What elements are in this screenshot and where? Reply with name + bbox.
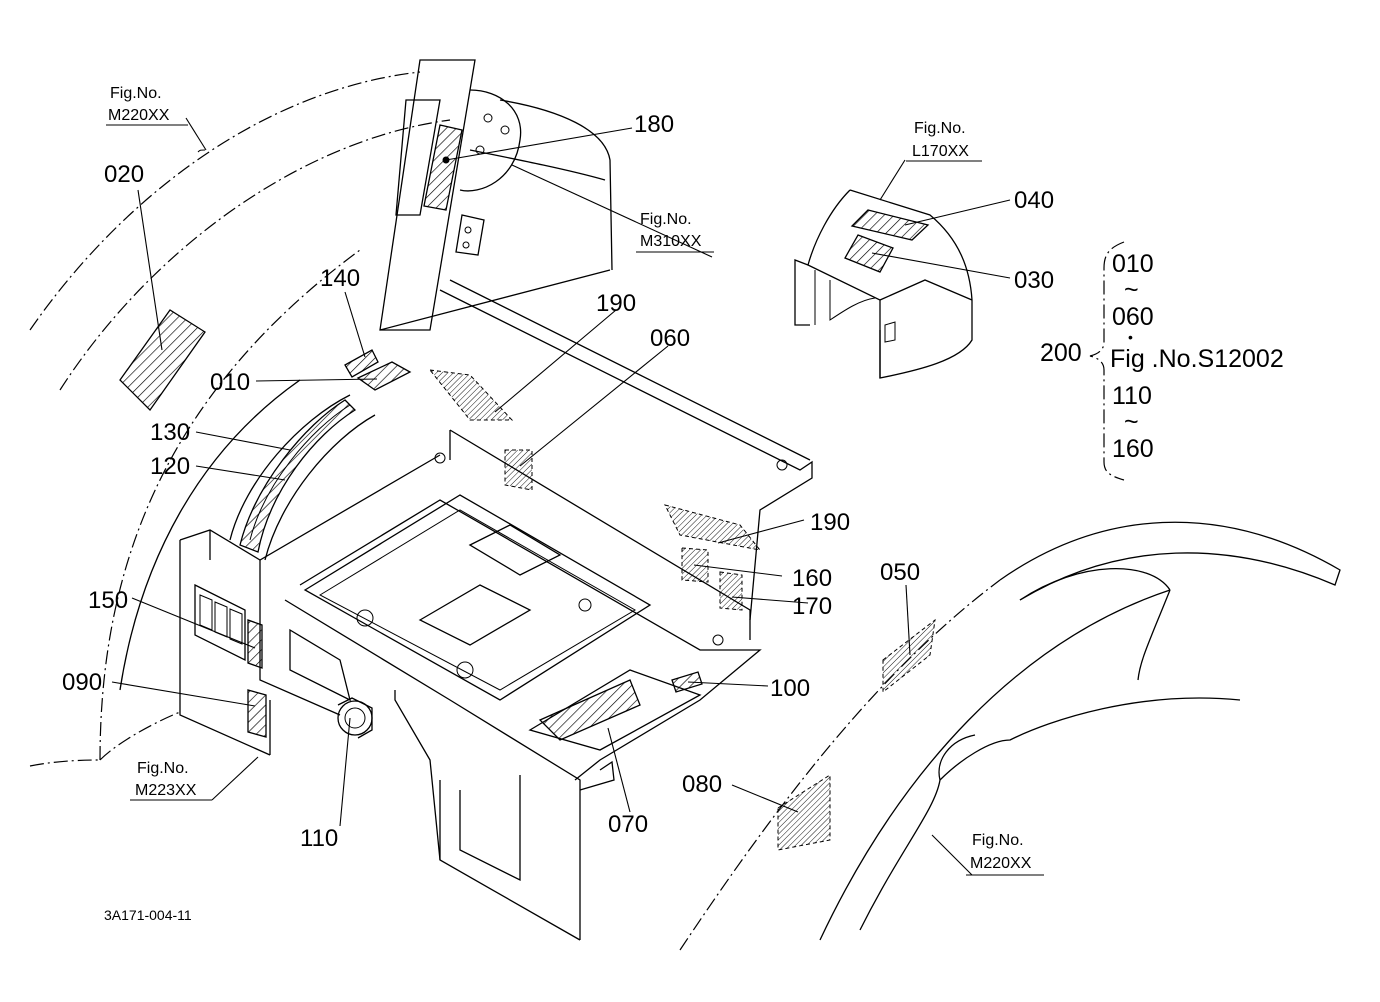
callout-040: 040	[1014, 187, 1054, 214]
leader-lines	[111, 117, 1011, 876]
callout-010: 010	[210, 369, 250, 396]
callout-190-right: 190	[810, 509, 850, 536]
figref-label: Fig.No.	[972, 832, 1024, 849]
callout-120: 120	[150, 453, 190, 480]
figref-m220-bottom: Fig.No. M220XX	[966, 832, 1044, 876]
figref-value: M310XX	[640, 233, 702, 250]
callout-060: 060	[650, 325, 690, 352]
seat-pillar	[379, 59, 613, 331]
callout-190-top: 190	[596, 290, 636, 317]
figref-label: Fig.No.	[640, 211, 692, 228]
figref-l170: Fig.No. L170XX	[906, 120, 982, 162]
range2-sep: ~	[1124, 408, 1139, 436]
body-decals	[119, 309, 762, 741]
callout-030: 030	[1014, 267, 1054, 294]
callout-070: 070	[608, 811, 648, 838]
range2-end: 160	[1112, 435, 1154, 463]
callout-180: 180	[634, 111, 674, 138]
callout-140: 140	[320, 265, 360, 292]
callout-020: 020	[104, 161, 144, 188]
callout-110: 110	[300, 825, 338, 852]
drawing-code: 3A171-004-11	[104, 907, 192, 923]
figref-value: L170XX	[912, 143, 969, 160]
figref-m220-top: Fig.No. M220XX	[106, 85, 188, 126]
set-note: 200 010 ~ 060 • Fig .No.S12002 110 ~ 160	[1040, 241, 1284, 481]
set-fig-ref: Fig .No.S12002	[1110, 345, 1284, 373]
figref-value: M223XX	[135, 782, 197, 799]
figref-label: Fig.No.	[137, 760, 189, 777]
range2-start: 110	[1112, 382, 1152, 410]
figref-label: Fig.No.	[914, 120, 966, 137]
range1-end: 060	[1112, 303, 1154, 331]
figref-value: M220XX	[108, 107, 170, 124]
callout-130: 130	[150, 419, 190, 446]
figref-m223: Fig.No. M223XX	[130, 760, 212, 801]
figref-value: M220XX	[970, 855, 1032, 872]
cover-part	[794, 189, 973, 379]
figref-m310: Fig.No. M310XX	[636, 211, 714, 253]
right-fender	[679, 521, 1341, 951]
range1-start: 010	[1112, 250, 1154, 278]
set-number: 200	[1040, 339, 1082, 367]
bullet: •	[1128, 329, 1133, 345]
callout-160: 160	[792, 565, 832, 592]
left-fender	[29, 71, 451, 767]
range1-sep: ~	[1124, 276, 1139, 304]
callout-150: 150	[88, 587, 128, 614]
platform-body	[179, 269, 813, 941]
callout-100: 100	[770, 675, 810, 702]
callout-080: 080	[682, 771, 722, 798]
figref-label: Fig.No.	[110, 85, 162, 102]
callout-050: 050	[880, 559, 920, 586]
callout-170: 170	[792, 593, 832, 620]
callout-090: 090	[62, 669, 102, 696]
callouts: 020 180 040 030 140 010 190 060 130 120 …	[62, 111, 1054, 852]
